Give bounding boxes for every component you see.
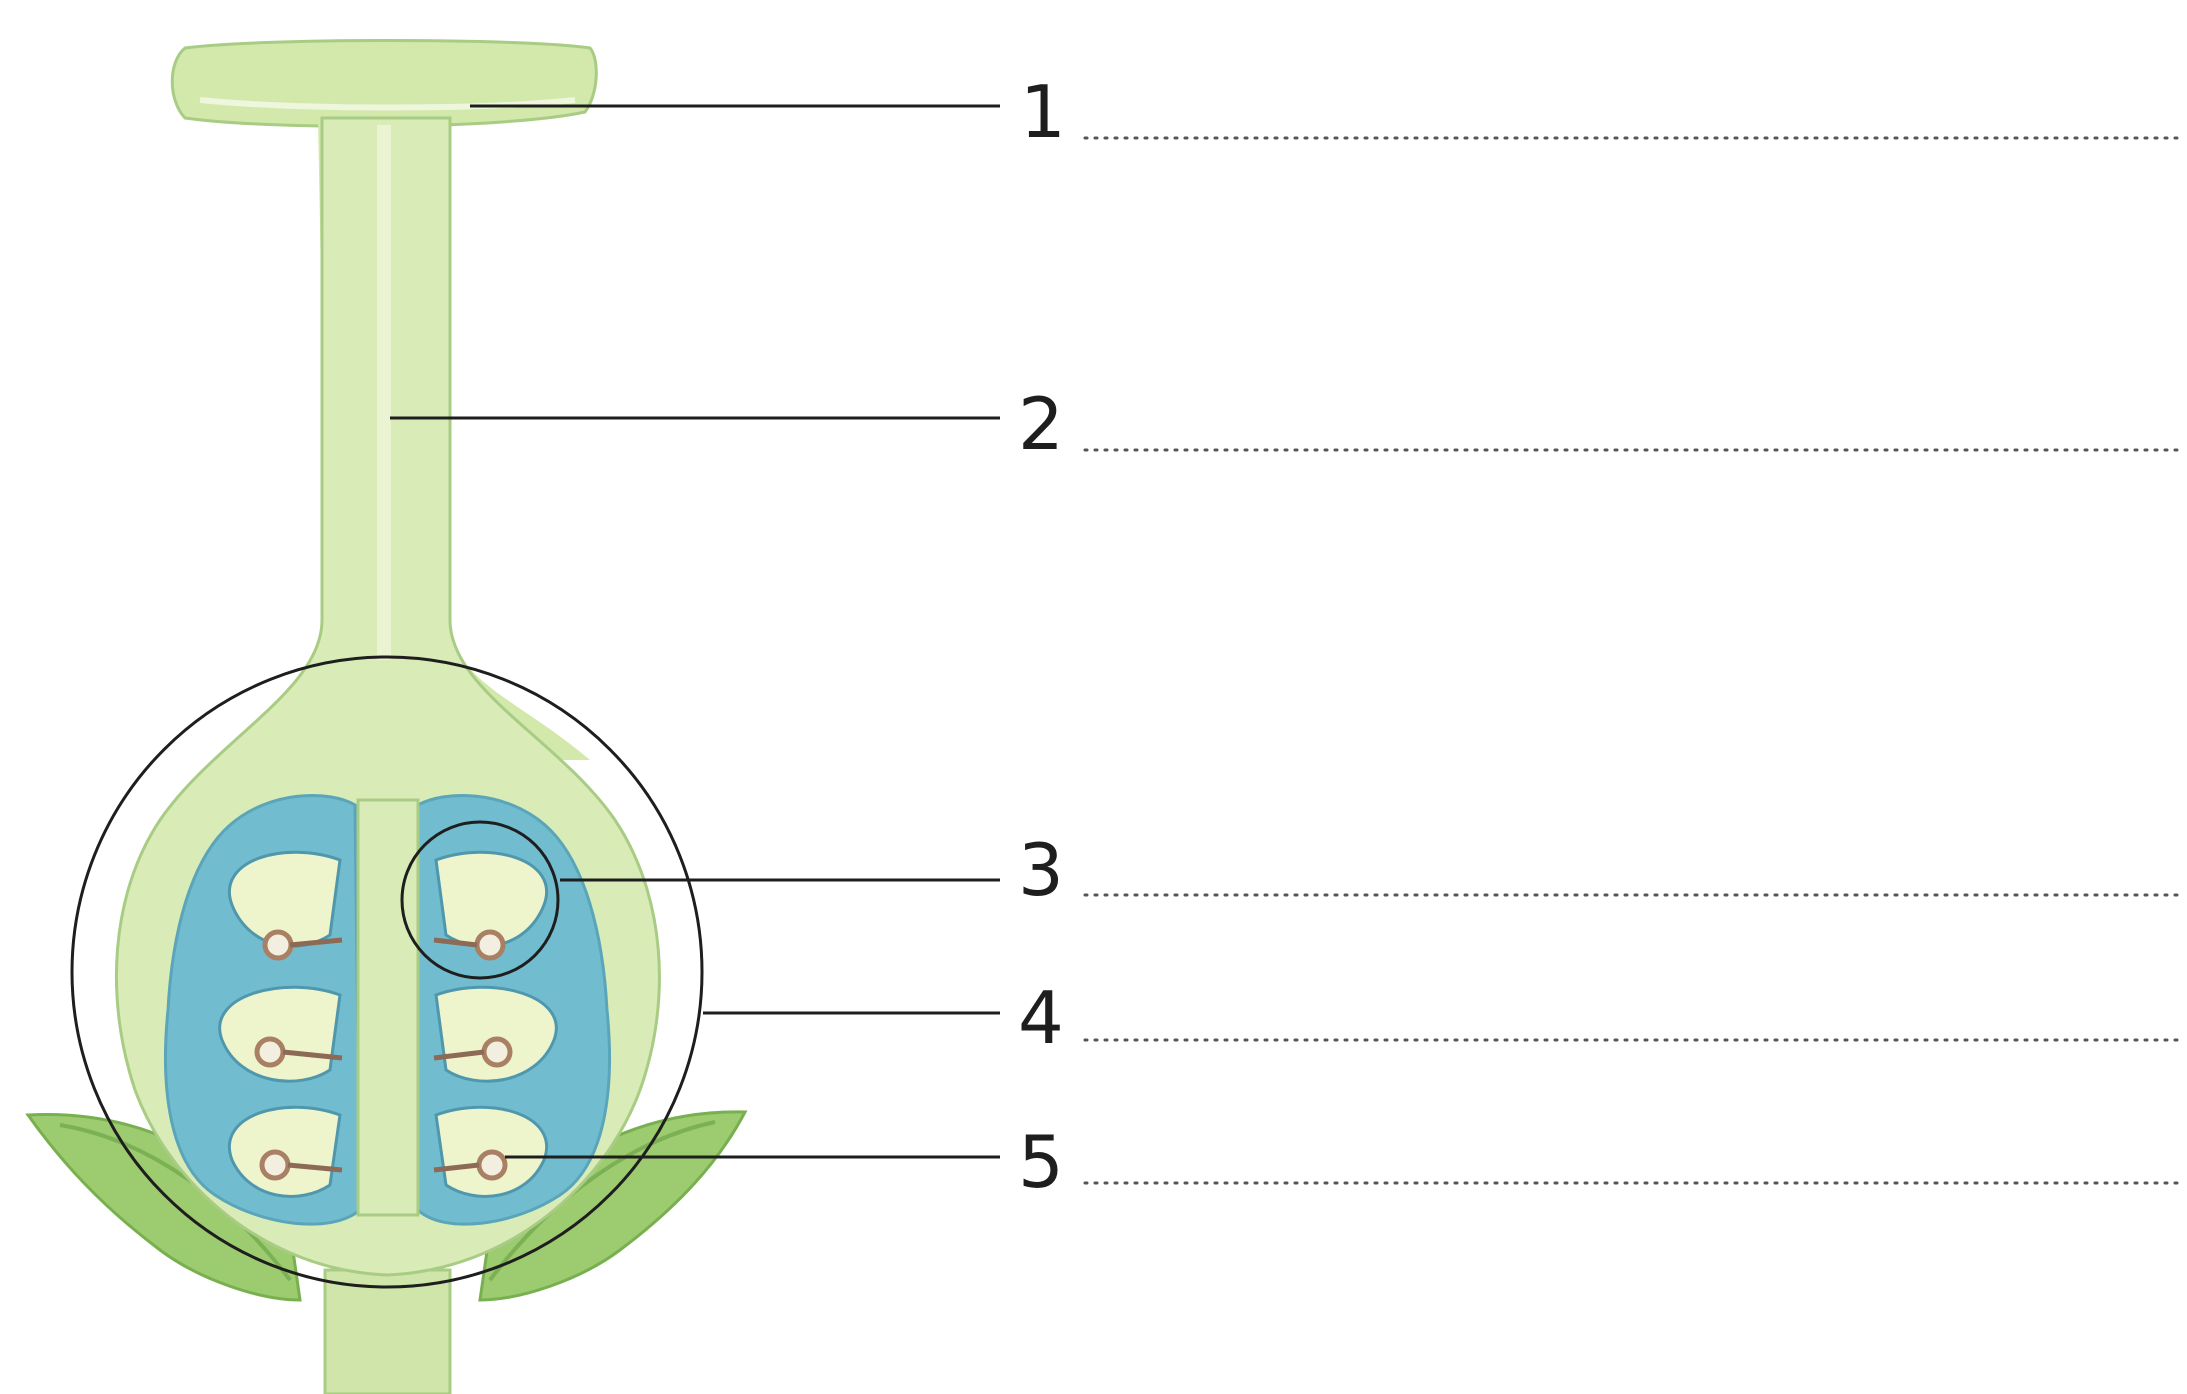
label-number-5: 5 [1018,1126,1064,1198]
label-number-3: 3 [1018,834,1064,906]
ovule-core-right-1 [477,932,503,958]
answer-lines [1085,138,2180,1183]
ovule-core-left-2 [257,1039,283,1065]
ovule-core-right-2 [484,1039,510,1065]
label-number-1: 1 [1020,76,1066,148]
ovule-core-left-3 [262,1152,288,1178]
stigma [172,41,596,127]
ovule-core-right-3 [479,1152,505,1178]
stalk [325,1270,450,1394]
ovules-left [220,852,340,1196]
label-number-4: 4 [1018,982,1064,1054]
septum [358,800,418,1215]
ovule-core-left-1 [265,932,291,958]
ovules-right [436,852,556,1196]
label-number-2: 2 [1018,388,1064,460]
